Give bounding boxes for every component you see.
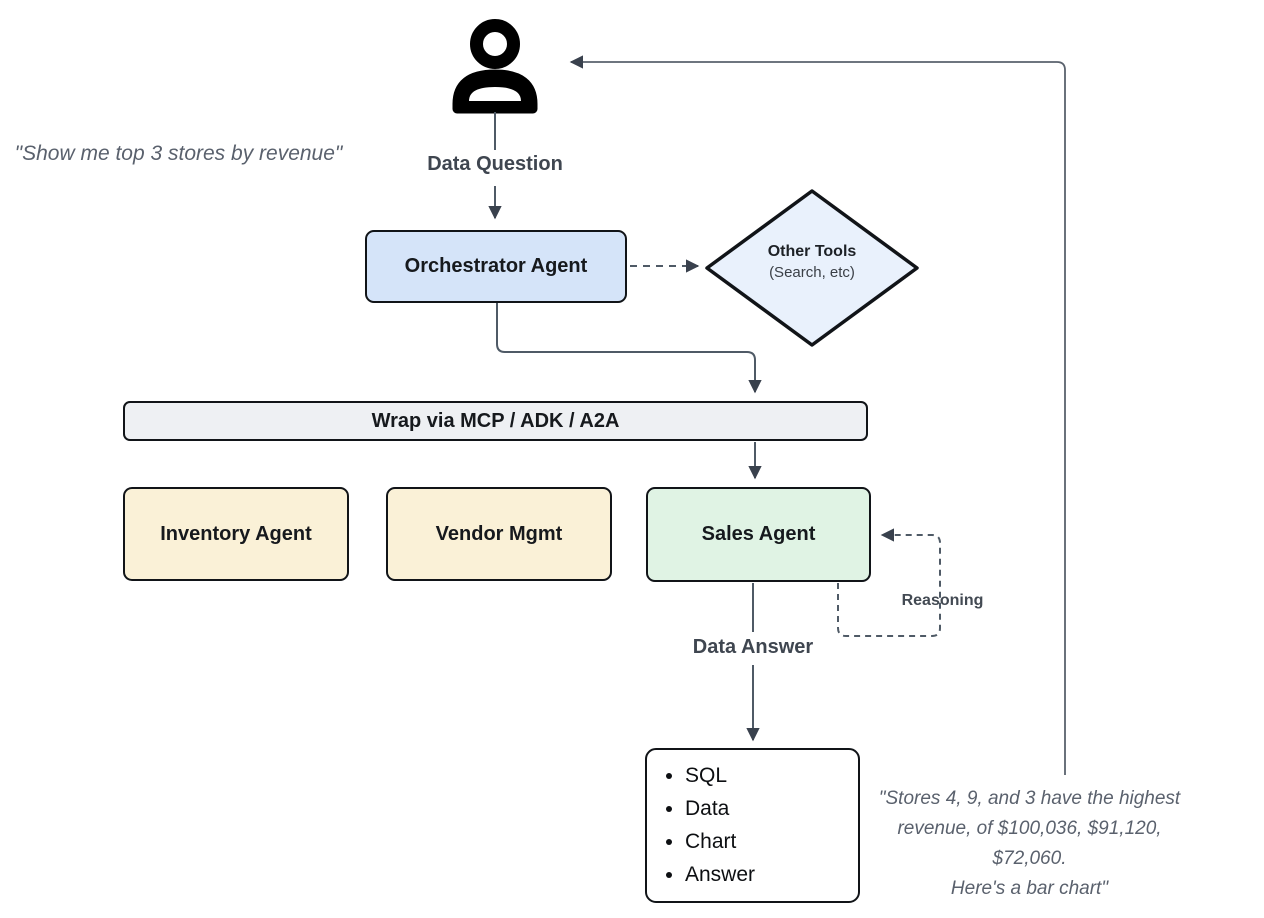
- sales-agent-node: Sales Agent: [646, 487, 871, 582]
- vendor-mgmt-node: Vendor Mgmt: [386, 487, 612, 581]
- arrow-answer-to-user: [569, 55, 1066, 775]
- other-tools-node: Other Tools (Search, etc): [727, 241, 897, 283]
- orchestrator-agent-node: Orchestrator Agent: [365, 230, 627, 303]
- other-tools-title: Other Tools: [767, 243, 857, 260]
- output-list-item: SQL: [685, 764, 755, 788]
- answer-quote-line: Here's a bar chart": [950, 878, 1109, 899]
- arrow-orchestrator-to-bar: [496, 303, 762, 394]
- other-tools-diamond: [705, 189, 919, 347]
- sales-agent-label: Sales Agent: [701, 523, 816, 545]
- vendor-mgmt-label: Vendor Mgmt: [435, 522, 563, 545]
- orchestrator-agent-label: Orchestrator Agent: [404, 255, 588, 277]
- other-tools-subtitle: (Search, etc): [769, 263, 855, 281]
- output-list-item: Chart: [685, 830, 755, 854]
- user-icon: [452, 19, 538, 114]
- inventory-agent-label: Inventory Agent: [160, 522, 312, 545]
- user-quote: "Show me top 3 stores by revenue": [14, 142, 343, 165]
- data-question-label: Data Question: [427, 153, 563, 175]
- output-list-node: SQL Data Chart Answer: [645, 748, 860, 903]
- wrap-protocol-label: Wrap via MCP / ADK / A2A: [371, 409, 620, 432]
- inventory-agent-node: Inventory Agent: [123, 487, 349, 581]
- output-list: SQL Data Chart Answer: [647, 755, 755, 896]
- answer-quote-line: revenue, of $100,036, $91,120, $72,060.: [897, 818, 1162, 869]
- wrap-protocol-bar: Wrap via MCP / ADK / A2A: [123, 401, 868, 441]
- output-list-item: Answer: [685, 863, 755, 887]
- answer-quote: "Stores 4, 9, and 3 have the highest rev…: [862, 784, 1197, 904]
- answer-quote-line: "Stores 4, 9, and 3 have the highest: [878, 788, 1181, 809]
- reasoning-label: Reasoning: [901, 592, 984, 609]
- data-answer-label: Data Answer: [692, 636, 814, 658]
- output-list-item: Data: [685, 797, 755, 821]
